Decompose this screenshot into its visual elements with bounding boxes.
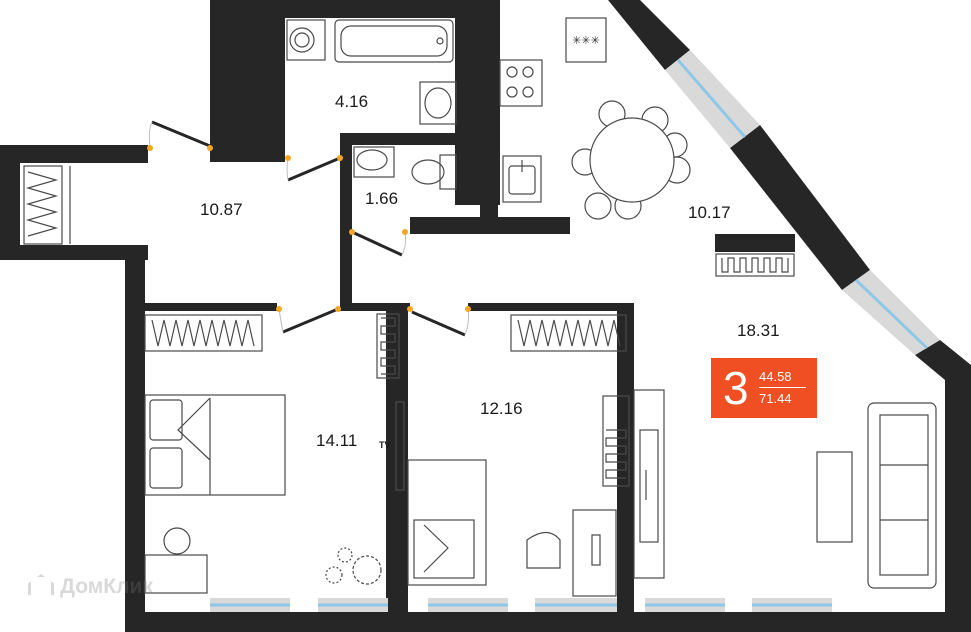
badge-divider [759, 387, 806, 388]
area-bathroom: 4.16 [335, 92, 368, 111]
watermark-text: ДомКлик [60, 575, 153, 598]
area-bedroom-2: 12.16 [480, 399, 523, 418]
summary-badge: 3 44.58 71.44 [711, 358, 817, 418]
windows [210, 50, 940, 612]
area-kitchen: 10.17 [688, 203, 731, 222]
area-living: 18.31 [737, 321, 780, 340]
room-areas: 10.87 4.16 1.66 10.17 18.31 14.11 12.16 … [200, 92, 780, 450]
tv-label: TV [379, 440, 391, 450]
living-area: 44.58 [759, 369, 792, 384]
room-count: 3 [723, 362, 749, 414]
watermark: ДомКлик [28, 574, 153, 599]
area-bedroom: 14.11 [316, 431, 357, 450]
house-icon [28, 574, 54, 595]
furniture: ✳✳✳ [23, 17, 937, 597]
area-toilet: 1.66 [365, 189, 398, 208]
total-area: 71.44 [759, 391, 792, 406]
area-hall: 10.87 [200, 200, 243, 219]
svg-text:✳✳✳: ✳✳✳ [572, 34, 600, 47]
doors [147, 120, 471, 337]
